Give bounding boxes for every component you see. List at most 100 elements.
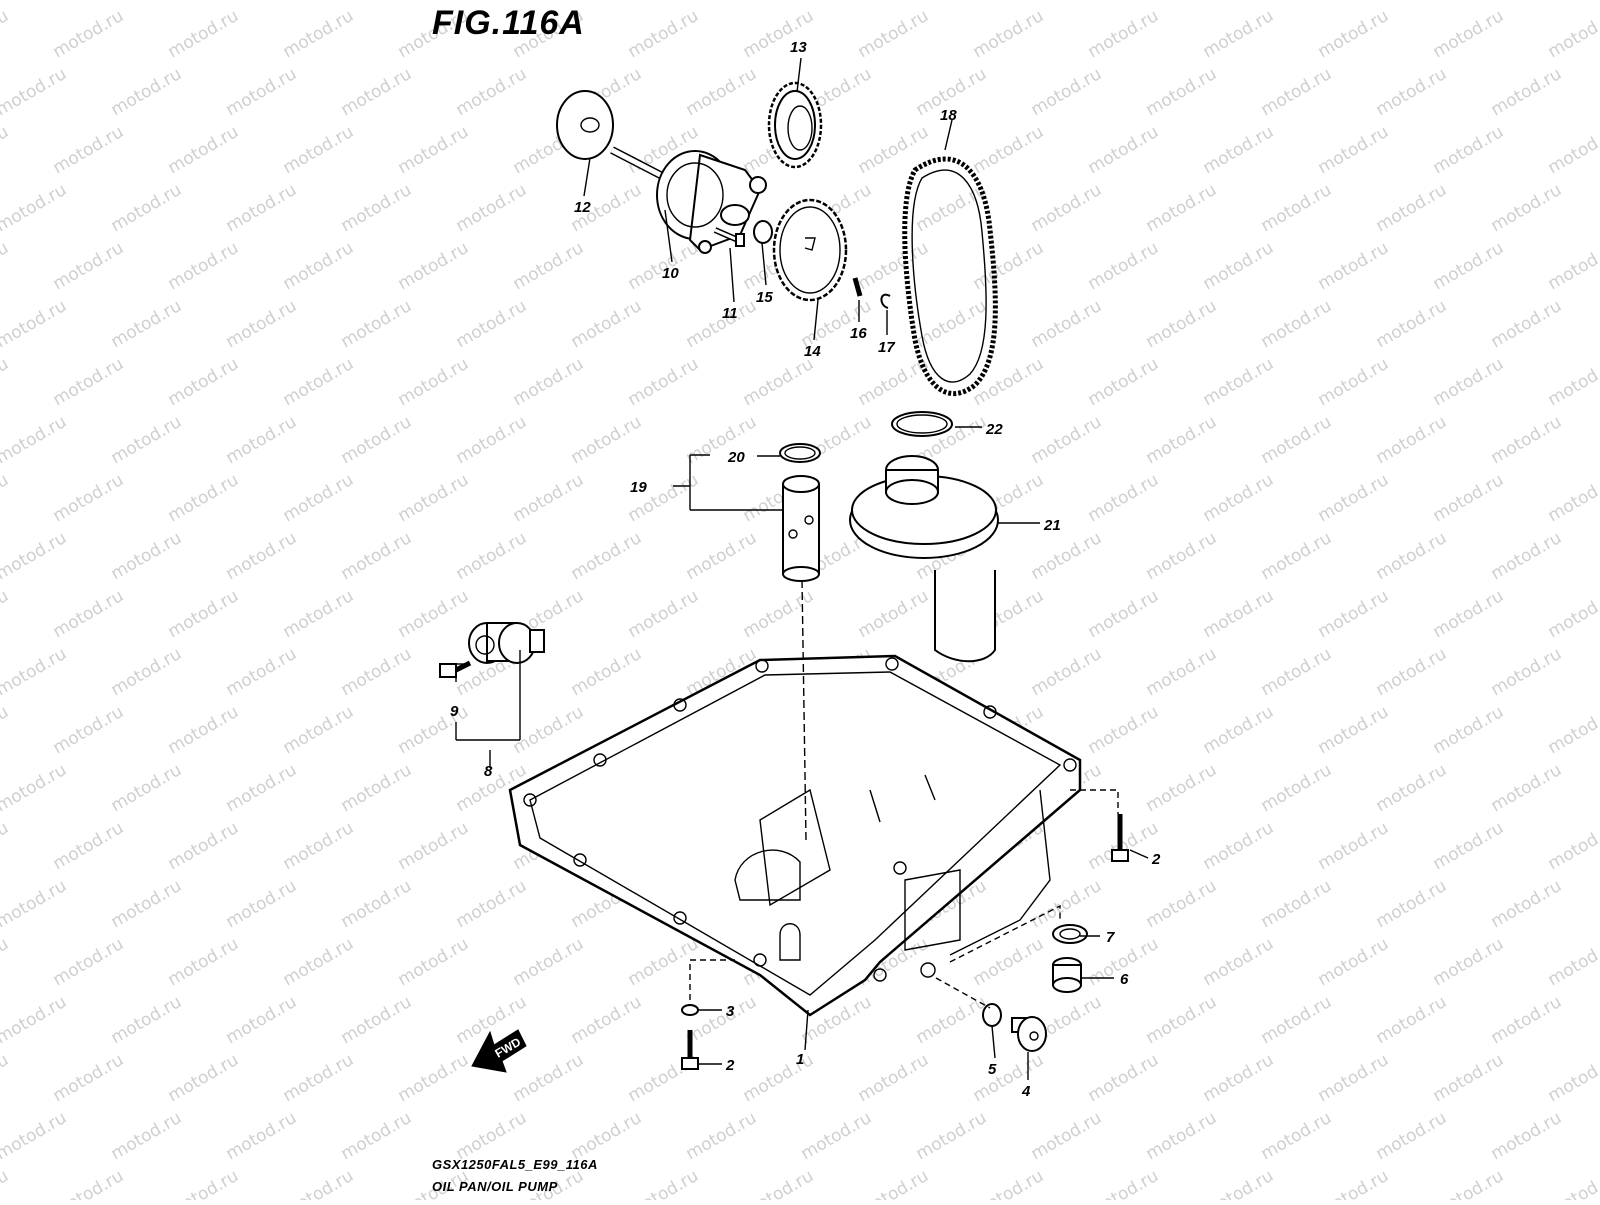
watermark-text: motod.ru	[165, 1166, 243, 1200]
watermark-text: motod.ru	[165, 238, 243, 294]
watermark-text: motod.ru	[1258, 644, 1336, 700]
watermark-text: motod.ru	[1258, 412, 1336, 468]
callout-18: 18	[940, 107, 957, 124]
watermark-text: motod.ru	[855, 238, 933, 294]
watermark-text: motod.ru	[1028, 412, 1106, 468]
watermark-text: motod.ru	[1200, 586, 1278, 642]
watermark-text: motod.ru	[970, 6, 1048, 62]
watermark-text: motod.ru	[1373, 64, 1451, 120]
watermark-text: motod.ru	[165, 586, 243, 642]
o-ring-22-part	[892, 412, 952, 436]
watermark-text: motod.ru	[855, 1166, 933, 1200]
watermark-text: motod.ru	[0, 64, 70, 120]
watermark-text: motod.ru	[683, 412, 761, 468]
watermark-text: motod.ru	[1143, 1108, 1221, 1164]
watermark-text: motod.ru	[223, 1108, 301, 1164]
watermark-text: motod.ru	[1373, 528, 1451, 584]
watermark-text: motod.ru	[1143, 876, 1221, 932]
watermark-text: motod.ru	[223, 180, 301, 236]
watermark-text: motod.ru	[395, 934, 473, 990]
watermark-text: motod.ru	[453, 528, 531, 584]
watermark-text: motod.ru	[1430, 1050, 1508, 1106]
watermark-text: motod.ru	[395, 354, 473, 410]
watermark-text: motod.ru	[1430, 354, 1508, 410]
sprocket-14-part	[774, 200, 846, 300]
watermark-text: motod.ru	[970, 354, 1048, 410]
callout-4: 4	[1021, 1083, 1031, 1100]
watermark-text: motod.ru	[1488, 528, 1566, 584]
watermark-text: motod.ru	[338, 296, 416, 352]
watermark-text: motod.ru	[1200, 1166, 1278, 1200]
watermark-text: motod.ru	[1430, 6, 1508, 62]
watermark-text: motod.ru	[1545, 238, 1600, 294]
callout-5: 5	[988, 1061, 997, 1078]
watermark-text: motod.ru	[625, 6, 703, 62]
watermark-text: motod.ru	[50, 122, 128, 178]
watermark-text: motod.ru	[338, 0, 416, 4]
watermark-text: motod.ru	[1028, 528, 1106, 584]
figure-name: OIL PAN/OIL PUMP	[432, 1179, 558, 1194]
callout-14: 14	[804, 343, 821, 360]
watermark-text: motod.ru	[1430, 702, 1508, 758]
watermark-text: motod.ru	[280, 354, 358, 410]
watermark-text: motod.ru	[1373, 760, 1451, 816]
watermark-text: motod.ru	[1373, 644, 1451, 700]
washer-15-part	[754, 221, 772, 243]
watermark-text: motod.ru	[1373, 992, 1451, 1048]
watermark-text: motod.ru	[165, 6, 243, 62]
watermark-text: motod.ru	[1488, 412, 1566, 468]
watermark-text: motod.ru	[798, 0, 876, 4]
watermark-text: motod.ru	[510, 1050, 588, 1106]
watermark-text: motod.ru	[50, 470, 128, 526]
watermark-text: motod.ru	[683, 64, 761, 120]
watermark-text: motod.ru	[1085, 470, 1163, 526]
watermark-text: motod.ru	[50, 818, 128, 874]
watermark-text: motod.ru	[970, 1166, 1048, 1200]
watermark-text: motod.ru	[1315, 6, 1393, 62]
watermark-text: motod.ru	[1315, 354, 1393, 410]
watermark-text: motod.ru	[1488, 296, 1566, 352]
watermark-text: motod.ru	[1258, 64, 1336, 120]
watermark-text: motod.ru	[625, 1166, 703, 1200]
watermark-text: motod.ru	[740, 1166, 818, 1200]
watermark-text: motod.ru	[1488, 64, 1566, 120]
watermark-text: motod.ru	[1143, 412, 1221, 468]
watermark-text: motod.ru	[453, 296, 531, 352]
watermark-text: motod.ru	[1545, 470, 1600, 526]
watermark-text: motod.ru	[453, 412, 531, 468]
watermark-text: motod.ru	[1200, 934, 1278, 990]
watermark-text: motod.ru	[0, 586, 12, 642]
watermark-text: motod.ru	[108, 0, 186, 4]
watermark-text: motod.ru	[165, 1050, 243, 1106]
watermark-text: motod.ru	[1028, 296, 1106, 352]
watermark-text: motod.ru	[1373, 180, 1451, 236]
watermark-text: motod.ru	[1028, 64, 1106, 120]
watermark-text: motod.ru	[1200, 122, 1278, 178]
watermark-text: motod.ru	[568, 528, 646, 584]
watermark-text: motod.ru	[1373, 0, 1451, 4]
watermark-text: motod.ru	[395, 702, 473, 758]
watermark-text: motod.ru	[1430, 238, 1508, 294]
watermark-text: motod.ru	[568, 1108, 646, 1164]
watermark-text: motod.ru	[0, 934, 12, 990]
watermark-text: motod.ru	[970, 238, 1048, 294]
watermark-text: motod.ru	[453, 876, 531, 932]
watermark-text: motod.ru	[338, 876, 416, 932]
watermark-text: motod.ru	[1373, 296, 1451, 352]
watermark-text: motod.ru	[1085, 818, 1163, 874]
watermark-text: motod.ru	[0, 180, 70, 236]
watermark-text: motod.ru	[683, 0, 761, 4]
watermark-text: motod.ru	[1085, 122, 1163, 178]
callout-20: 20	[727, 449, 745, 466]
watermark-text: motod.ru	[1430, 1166, 1508, 1200]
watermark-text: motod.ru	[108, 876, 186, 932]
watermark-text: motod.ru	[568, 296, 646, 352]
watermark-text: motod.ru	[1258, 1108, 1336, 1164]
watermark-text: motod.ru	[108, 180, 186, 236]
watermark-text: motod.ru	[165, 702, 243, 758]
watermark-text: motod.ru	[280, 1050, 358, 1106]
watermark-text: motod.ru	[165, 122, 243, 178]
watermark-text: motod.ru	[1545, 1050, 1600, 1106]
watermark-text: motod.ru	[0, 354, 12, 410]
watermark-text: motod.ru	[855, 1050, 933, 1106]
